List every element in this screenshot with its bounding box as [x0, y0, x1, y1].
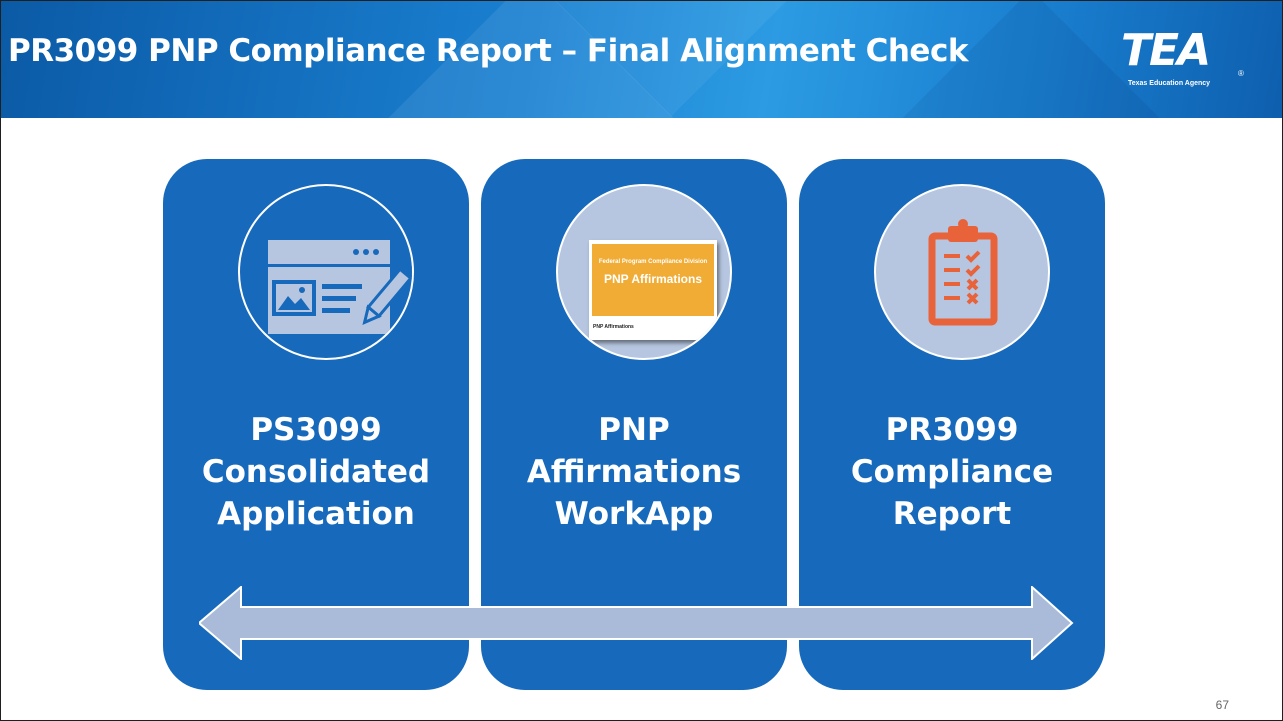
card-label: PS3099 Consolidated Application: [163, 409, 469, 535]
page-number: 67: [1215, 698, 1229, 712]
card-pnp-affirmations-workapp: Federal Program Compliance Division PNP …: [481, 159, 787, 690]
thumbnail-footer: PNP Affirmations: [593, 324, 634, 330]
card-label: PR3099 Compliance Report: [799, 409, 1105, 535]
tea-logo: TEA ® Texas Education Agency: [1116, 25, 1246, 95]
card-compliance-report: PR3099 Compliance Report: [799, 159, 1105, 690]
pnp-affirmations-thumbnail: Federal Program Compliance Division PNP …: [589, 240, 717, 340]
thumbnail-subtitle: Federal Program Compliance Division: [598, 259, 708, 265]
card-label-line: Affirmations: [526, 454, 742, 490]
card-label-line: PR3099: [885, 412, 1019, 448]
slide-title: PR3099 PNP Compliance Report – Final Ali…: [8, 33, 968, 69]
tea-logo-subtitle: Texas Education Agency: [1128, 80, 1211, 87]
double-arrow-icon: [199, 586, 1074, 660]
card-label-line: Application: [217, 496, 415, 532]
web-form-edit-icon: [268, 240, 412, 334]
card-label-line: PNP: [598, 412, 670, 448]
card-label-line: Compliance: [850, 454, 1054, 490]
thumbnail-title: PNP Affirmations: [603, 272, 702, 286]
icon-circle: [238, 184, 414, 360]
icon-circle: [874, 184, 1050, 360]
thumbnail-banner: Federal Program Compliance Division PNP …: [592, 244, 714, 316]
clipboard-checklist-icon: [928, 219, 998, 326]
tea-logo-mark: TEA: [1121, 25, 1211, 76]
icon-circle: Federal Program Compliance Division PNP …: [556, 184, 732, 360]
card-label: PNP Affirmations WorkApp: [481, 409, 787, 535]
card-consolidated-application: PS3099 Consolidated Application: [163, 159, 469, 690]
card-label-line: PS3099: [250, 412, 382, 448]
card-label-line: WorkApp: [554, 496, 714, 532]
registered-mark: ®: [1238, 69, 1244, 78]
card-label-line: Consolidated: [201, 454, 431, 490]
card-label-line: Report: [892, 496, 1012, 532]
slide-header: PR3099 PNP Compliance Report – Final Ali…: [1, 1, 1282, 118]
